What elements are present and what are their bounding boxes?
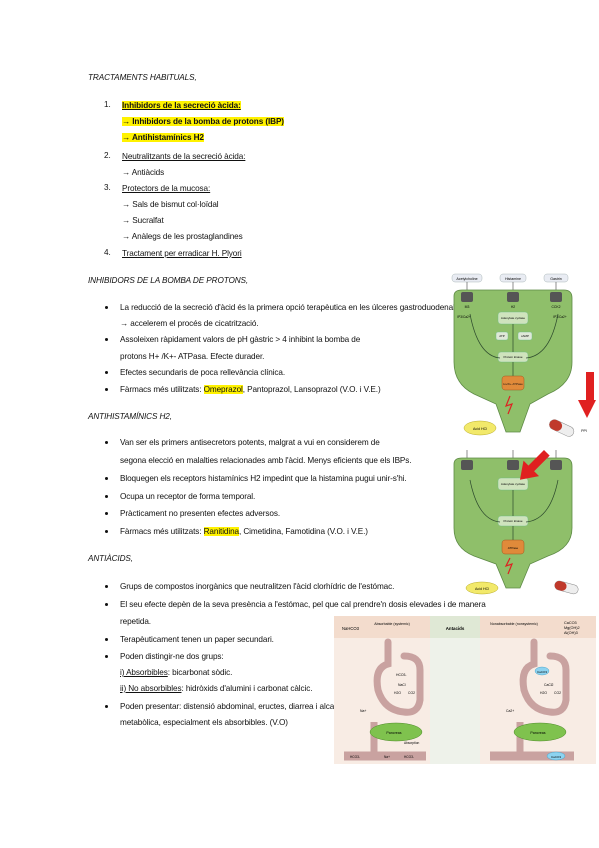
svg-text:CaCO3: CaCO3 [551, 755, 561, 759]
list-title: Neutralitzants de la secreció àcida: [122, 152, 246, 161]
list-sub: → Sucralfat [122, 216, 164, 225]
list-title: Inhibidors de la secreció àcida: [122, 101, 241, 110]
antacids-figure: NaHCO3 Absorbable (systemic) Antacids No… [334, 616, 596, 764]
parietal-cell-ppi-figure: Acetylcholine Histamine Gastrin M3 H2 CC… [451, 273, 596, 437]
svg-text:Na+: Na+ [384, 755, 390, 759]
svg-text:Absorption: Absorption [404, 741, 419, 745]
svg-text:Adenylate cyclase: Adenylate cyclase [501, 482, 526, 486]
list-num: 1. [104, 100, 111, 109]
svg-text:IP3/Ca2+: IP3/Ca2+ [457, 315, 471, 319]
bullet [105, 441, 108, 444]
svg-text:NaHCO3: NaHCO3 [342, 626, 360, 631]
bullet [105, 530, 108, 533]
svg-text:Ca2+: Ca2+ [506, 709, 514, 713]
svg-text:Nonabsorbable (nonsystemic): Nonabsorbable (nonsystemic) [490, 622, 538, 626]
heading-tractaments: TRACTAMENTS HABITUALS, [88, 73, 197, 82]
svg-text:Protein kinase: Protein kinase [503, 519, 522, 523]
ac-b4-ii: ii) No absorbibles: hidròxids d'alumini … [120, 684, 313, 693]
h2-b3: Ocupa un receptor de forma temporal. [120, 492, 256, 501]
parietal-cell-h2-figure: Adenylate cyclase Protein kinase ATPase … [453, 450, 579, 595]
ibp-b2-l1: Assoleixen ràpidament valors de pH gàstr… [120, 335, 361, 344]
svg-text:Antacids: Antacids [446, 626, 465, 631]
ibp-b4: Fàrmacs més utilitzats: Omeprazol, Panto… [120, 385, 381, 394]
svg-text:ATPase: ATPase [508, 546, 519, 550]
heading-antiac: ANTIÀCIDS, [88, 554, 133, 563]
bullet [105, 388, 108, 391]
svg-text:ATP: ATP [499, 334, 505, 338]
ac-b5-l1: Poden presentar: distensió abdominal, er… [120, 702, 347, 711]
bullet [105, 638, 108, 641]
bullet [105, 603, 108, 606]
svg-text:Acetylcholine: Acetylcholine [456, 277, 477, 281]
bullet [105, 512, 108, 515]
ac-b3: Terapèuticament tenen un paper secundari… [120, 635, 274, 644]
svg-text:H+/K+ ATPase: H+/K+ ATPase [503, 382, 523, 386]
svg-text:HCO3-: HCO3- [404, 755, 414, 759]
ac-b1: Grups de compostos inorgànics que neutra… [120, 582, 395, 591]
list-num: 3. [104, 183, 111, 192]
svg-text:CCK2: CCK2 [551, 305, 560, 309]
bullet [105, 705, 108, 708]
h2-b2: Bloquegen els receptors histamínics H2 i… [120, 474, 407, 483]
bullet [105, 585, 108, 588]
svg-text:Absorbable (systemic): Absorbable (systemic) [374, 622, 410, 626]
svg-text:M3: M3 [465, 305, 470, 309]
bullet [105, 306, 108, 309]
bullet [105, 338, 108, 341]
ac-b4: Poden distingir-ne dos grups: [120, 652, 224, 661]
svg-text:HCO3-: HCO3- [350, 755, 360, 759]
bullet [105, 371, 108, 374]
ibp-b2-l2: protons H+ /K+- ATPasa. Efecte durader. [120, 352, 265, 361]
svg-text:NaCl: NaCl [398, 683, 406, 687]
ibp-b1-l2: → accelerem el procés de cicatrització. [120, 319, 259, 328]
svg-text:Adenylate cyclase: Adenylate cyclase [501, 316, 526, 320]
svg-text:Protein kinase: Protein kinase [503, 355, 522, 359]
list-sub: → Sals de bismut col·loïdal [122, 200, 219, 209]
svg-text:cAMP: cAMP [521, 334, 529, 338]
bullet [105, 495, 108, 498]
list-sub: → Inhibidors de la bomba de protons (IBP… [122, 117, 284, 126]
h2-b1-l1: Van ser els primers antisecretors potent… [120, 438, 380, 447]
svg-text:Pancreas: Pancreas [386, 731, 401, 735]
svg-text:Pancreas: Pancreas [530, 731, 545, 735]
list-title: Tractament per erradicar H. Plyori [122, 249, 242, 258]
list-title: Protectors de la mucosa: [122, 184, 211, 193]
bullet [105, 477, 108, 480]
svg-text:Mg(OH)2: Mg(OH)2 [564, 626, 580, 630]
svg-text:CO2: CO2 [408, 691, 415, 695]
svg-text:IP3/Ca2+: IP3/Ca2+ [553, 315, 567, 319]
svg-text:Gastrin: Gastrin [550, 277, 562, 281]
bullet [105, 655, 108, 658]
svg-text:PPI: PPI [581, 429, 587, 433]
svg-text:Histamine: Histamine [505, 277, 521, 281]
list-sub: → Anàlegs de les prostaglandines [122, 232, 243, 241]
svg-text:Acid HCl: Acid HCl [475, 587, 489, 591]
svg-text:CaCl2: CaCl2 [544, 683, 554, 687]
ac-b2-l1: El seu efecte depèn de la seva presència… [120, 600, 486, 609]
heading-antih: ANTIHISTAMÍNICS H2, [88, 412, 172, 421]
svg-text:H2O: H2O [540, 691, 547, 695]
heading-ibp: INHIBIDORS DE LA BOMBA DE PROTONS, [88, 276, 249, 285]
ac-b5-l2: metabòlica, especialment els absorbibles… [120, 718, 288, 727]
svg-text:HCO3-: HCO3- [396, 673, 407, 677]
svg-text:H2O: H2O [394, 691, 401, 695]
svg-text:Na+: Na+ [360, 709, 366, 713]
list-sub: → Antiàcids [122, 168, 165, 177]
svg-text:CO2: CO2 [554, 691, 561, 695]
h2-b1-l2: segona elecció en malalties relacionades… [120, 456, 412, 465]
list-num: 4. [104, 248, 111, 257]
ac-b4-i: i) Absorbibles: bicarbonat sòdic. [120, 668, 233, 677]
svg-text:Acid HCl: Acid HCl [473, 427, 487, 431]
list-num: 2. [104, 151, 111, 160]
list-sub: → Antihistamínics H2 [122, 133, 204, 142]
svg-text:CaCO3: CaCO3 [537, 670, 547, 674]
svg-text:CaCO3: CaCO3 [564, 621, 577, 625]
ac-b2-l2: repetida. [120, 617, 151, 626]
h2-b5: Fàrmacs més utilitzats: Ranitidina, Cime… [120, 527, 368, 536]
ibp-b1-l1: La reducció de la secreció d'àcid és la … [120, 303, 459, 312]
ibp-b3: Efectes secundaris de poca rellevància c… [120, 368, 286, 377]
h2-b4: Pràcticament no presenten efectes advers… [120, 509, 280, 518]
svg-text:H2: H2 [511, 305, 515, 309]
svg-text:Al(OH)3: Al(OH)3 [564, 631, 578, 635]
